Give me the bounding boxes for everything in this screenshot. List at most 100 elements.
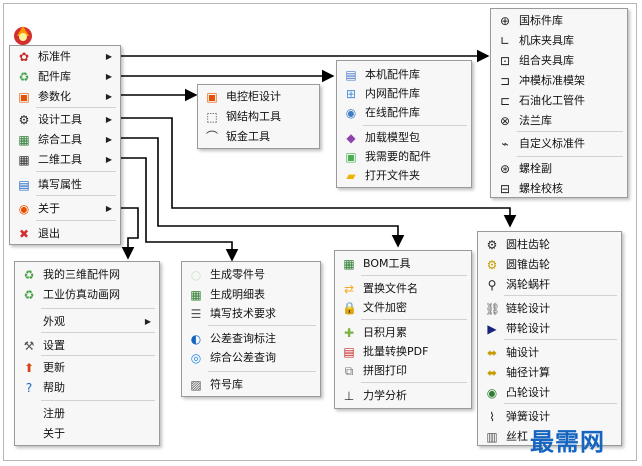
tolerance-annotate-icon: ◐ bbox=[190, 332, 202, 346]
menu-item-mechanics-analysis[interactable]: ⊥力学分析 bbox=[335, 386, 471, 406]
cylindrical-gear-icon: ⚙ bbox=[486, 238, 498, 252]
menu-item-fill-properties[interactable]: ▤填写属性 bbox=[10, 175, 120, 195]
menu-item-label: 冲模标准模架 bbox=[519, 74, 585, 87]
menu-item-die-frame[interactable]: ⊐ 冲模标准模架 bbox=[491, 71, 627, 91]
menu-item-cylindrical-gear[interactable]: ⚙圆柱齿轮 bbox=[478, 235, 621, 255]
menu-item-electric-cabinet-design[interactable]: ▣电控柜设计 bbox=[198, 87, 319, 107]
menu-item-update[interactable]: ⬆更新 bbox=[15, 358, 159, 378]
menu-item-petrochem-fittings[interactable]: ⊏石油化工管件 bbox=[491, 91, 627, 111]
symbol-library-icon: ▨ bbox=[190, 378, 202, 392]
menu-item-tolerance-annotate[interactable]: ◐公差查询标注 bbox=[182, 329, 320, 349]
submenu-arrow-icon: ▶ bbox=[105, 92, 112, 101]
menu-item-label: 符号库 bbox=[210, 378, 243, 391]
menu-item-shaft-diameter[interactable]: ⬌轴径计算 bbox=[478, 363, 621, 383]
menu-item-label: BOM工具 bbox=[363, 257, 411, 270]
menu-item-appearance[interactable]: 外观▶ bbox=[15, 312, 159, 332]
menu-item-label: 内网配件库 bbox=[365, 87, 420, 100]
menu-item-flange[interactable]: ⊗法兰库 bbox=[491, 111, 627, 131]
menu-item-needed-parts[interactable]: ▣我需要的配件 bbox=[337, 147, 471, 167]
menu-item-label: 生成零件号 bbox=[210, 268, 265, 281]
bolt-check-icon: ⊟ bbox=[499, 182, 511, 196]
menu-item-exit[interactable]: ✖退出 bbox=[10, 224, 120, 244]
menu-item-about[interactable]: ◉关于▶ bbox=[10, 199, 120, 219]
menu-item-load-model-pack[interactable]: ◆加载模型包 bbox=[337, 128, 471, 148]
menu-item-general-tools[interactable]: ▦综合工具▶ bbox=[10, 130, 120, 150]
menu-item-settings[interactable]: ⚒设置 bbox=[15, 336, 159, 356]
menu-separator bbox=[363, 125, 467, 126]
menu-item-tolerance-query[interactable]: ◎综合公差查询 bbox=[182, 348, 320, 368]
menu-item-label: 二维工具 bbox=[38, 153, 82, 166]
tech-requirements-icon: ☰ bbox=[190, 307, 202, 321]
tolerance-query-icon: ◎ bbox=[190, 351, 202, 365]
menu-item-steel-structure-tool[interactable]: ⬚钢结构工具 bbox=[198, 107, 319, 127]
menu-item-sprocket-design[interactable]: ⛓链轮设计 bbox=[478, 299, 621, 319]
submenu-arrow-icon: ▶ bbox=[105, 135, 112, 144]
menu-item-register[interactable]: 注册 bbox=[15, 404, 159, 424]
menu-item-replace-filename[interactable]: ⇄置换文件名 bbox=[335, 279, 471, 299]
connector-design bbox=[120, 117, 517, 228]
menu-item-label: 工业仿真动画网 bbox=[43, 288, 120, 301]
menu-item-sim-animation-site[interactable]: ♻工业仿真动画网 bbox=[15, 285, 159, 305]
menu-item-tech-requirements[interactable]: ☰填写技术要求 bbox=[182, 304, 320, 324]
menu-item-label: 批量转换PDF bbox=[363, 345, 429, 358]
menu-item-about[interactable]: 关于 bbox=[15, 424, 159, 444]
menu-item-local-parts[interactable]: ▤本机配件库 bbox=[337, 65, 471, 85]
menu-item-daily-tips[interactable]: ✚日积月累 bbox=[335, 323, 471, 343]
menu-item-online-parts[interactable]: ◉在线配件库 bbox=[337, 103, 471, 123]
menu-item-cam-design[interactable]: ◉凸轮设计 bbox=[478, 383, 621, 403]
menu-item-lead-screw[interactable]: ▥丝杠 bbox=[478, 427, 621, 447]
menu-item-gb-parts[interactable]: ⊕国标件库 bbox=[491, 11, 627, 31]
menu-item-batch-pdf[interactable]: ▤批量转换PDF bbox=[335, 342, 471, 362]
menu-item-label: 国标件库 bbox=[519, 14, 563, 27]
menu-item-drawing-tools[interactable]: ▦二维工具▶ bbox=[10, 150, 120, 170]
menu-item-modular-fixture[interactable]: ⊡组合夹具库 bbox=[491, 51, 627, 71]
menu-item-machine-fixture[interactable]: ∟机床夹具库 bbox=[491, 31, 627, 51]
menu-separator bbox=[208, 371, 316, 372]
submenu-arrow-icon: ▶ bbox=[105, 204, 112, 213]
fill-properties-icon: ▤ bbox=[18, 178, 30, 192]
menu-item-label: 螺栓校核 bbox=[519, 182, 563, 195]
menu-item-label: 轴设计 bbox=[506, 346, 539, 359]
menu-item-file-encrypt[interactable]: 🔒文件加密 bbox=[335, 298, 471, 318]
app-logo-icon bbox=[14, 26, 32, 45]
menu-item-bevel-gear[interactable]: ⚙圆锥齿轮 bbox=[478, 255, 621, 275]
menu-item-bolt-check[interactable]: ⊟ 螺栓校核 bbox=[491, 179, 627, 199]
daily-tips-icon: ✚ bbox=[343, 326, 355, 340]
die-frame-icon: ⊐ bbox=[499, 74, 511, 88]
bolt-pair-icon: ⊛ bbox=[499, 162, 511, 176]
menu-item-custom-standard[interactable]: ⌁自定义标准件 bbox=[491, 134, 627, 154]
menu-item-label: 注册 bbox=[43, 407, 65, 420]
menu-item-my-3d-parts-site[interactable]: ♻我的三维配件网 bbox=[15, 265, 159, 285]
menu-item-design-tools[interactable]: ⚙设计工具▶ bbox=[10, 110, 120, 130]
menu-item-parametric[interactable]: ▣参数化▶ bbox=[10, 87, 120, 107]
mechanics-analysis-icon: ⊥ bbox=[343, 389, 355, 403]
menu-item-open-folder[interactable]: ▰打开文件夹 bbox=[337, 166, 471, 186]
standard-parts-submenu: ⊕国标件库∟机床夹具库⊡组合夹具库 ⊐ 冲模标准模架 ⊏石油化工管件⊗法兰库 ⌁自定义标… bbox=[490, 8, 628, 198]
menu-separator bbox=[41, 355, 155, 356]
menu-item-bolt-pair[interactable]: ⊛螺栓副 bbox=[491, 159, 627, 179]
menu-item-spring-design[interactable]: ⌇弹簧设计 bbox=[478, 407, 621, 427]
menu-item-label: 退出 bbox=[38, 227, 60, 240]
menu-item-bom-tool[interactable]: ▦BOM工具 bbox=[335, 254, 471, 274]
connector-2d bbox=[120, 157, 239, 262]
gen-bom-table-icon: ▦ bbox=[190, 288, 202, 302]
menu-item-shaft-design[interactable]: ⬌轴设计 bbox=[478, 343, 621, 363]
menu-item-standard-parts[interactable]: ✿标准件▶ bbox=[10, 47, 120, 67]
menu-item-worm-gear[interactable]: ⚲涡轮蜗杆 bbox=[478, 275, 621, 295]
menu-item-parts-library[interactable]: ♻配件库▶ bbox=[10, 67, 120, 87]
menu-item-label: 本机配件库 bbox=[365, 68, 420, 81]
menu-separator bbox=[41, 400, 155, 401]
menu-item-intranet-parts[interactable]: ⊞内网配件库 bbox=[337, 84, 471, 104]
menu-item-sheet-metal-tool[interactable]: ⌒钣金工具 bbox=[198, 127, 319, 147]
electric-cabinet-design-icon: ▣ bbox=[206, 90, 218, 104]
menu-item-gen-bom-table[interactable]: ▦生成明细表 bbox=[182, 285, 320, 305]
menu-item-label: 弹簧设计 bbox=[506, 410, 550, 423]
menu-item-symbol-library[interactable]: ▨ 符号库 bbox=[182, 375, 320, 395]
menu-item-gen-part-number[interactable]: ○生成零件号 bbox=[182, 265, 320, 285]
menu-item-help[interactable]: ?帮助 bbox=[15, 378, 159, 398]
menu-item-label: 在线配件库 bbox=[365, 106, 420, 119]
menu-item-pulley-design[interactable]: ▶带轮设计 bbox=[478, 319, 621, 339]
menu-item-collage-print[interactable]: ⧉拼图打印 bbox=[335, 361, 471, 381]
parts-library-submenu: ▤本机配件库⊞内网配件库◉在线配件库 ◆加载模型包▣我需要的配件▰打开文件夹 bbox=[336, 60, 472, 188]
menu-item-label: 加载模型包 bbox=[365, 131, 420, 144]
